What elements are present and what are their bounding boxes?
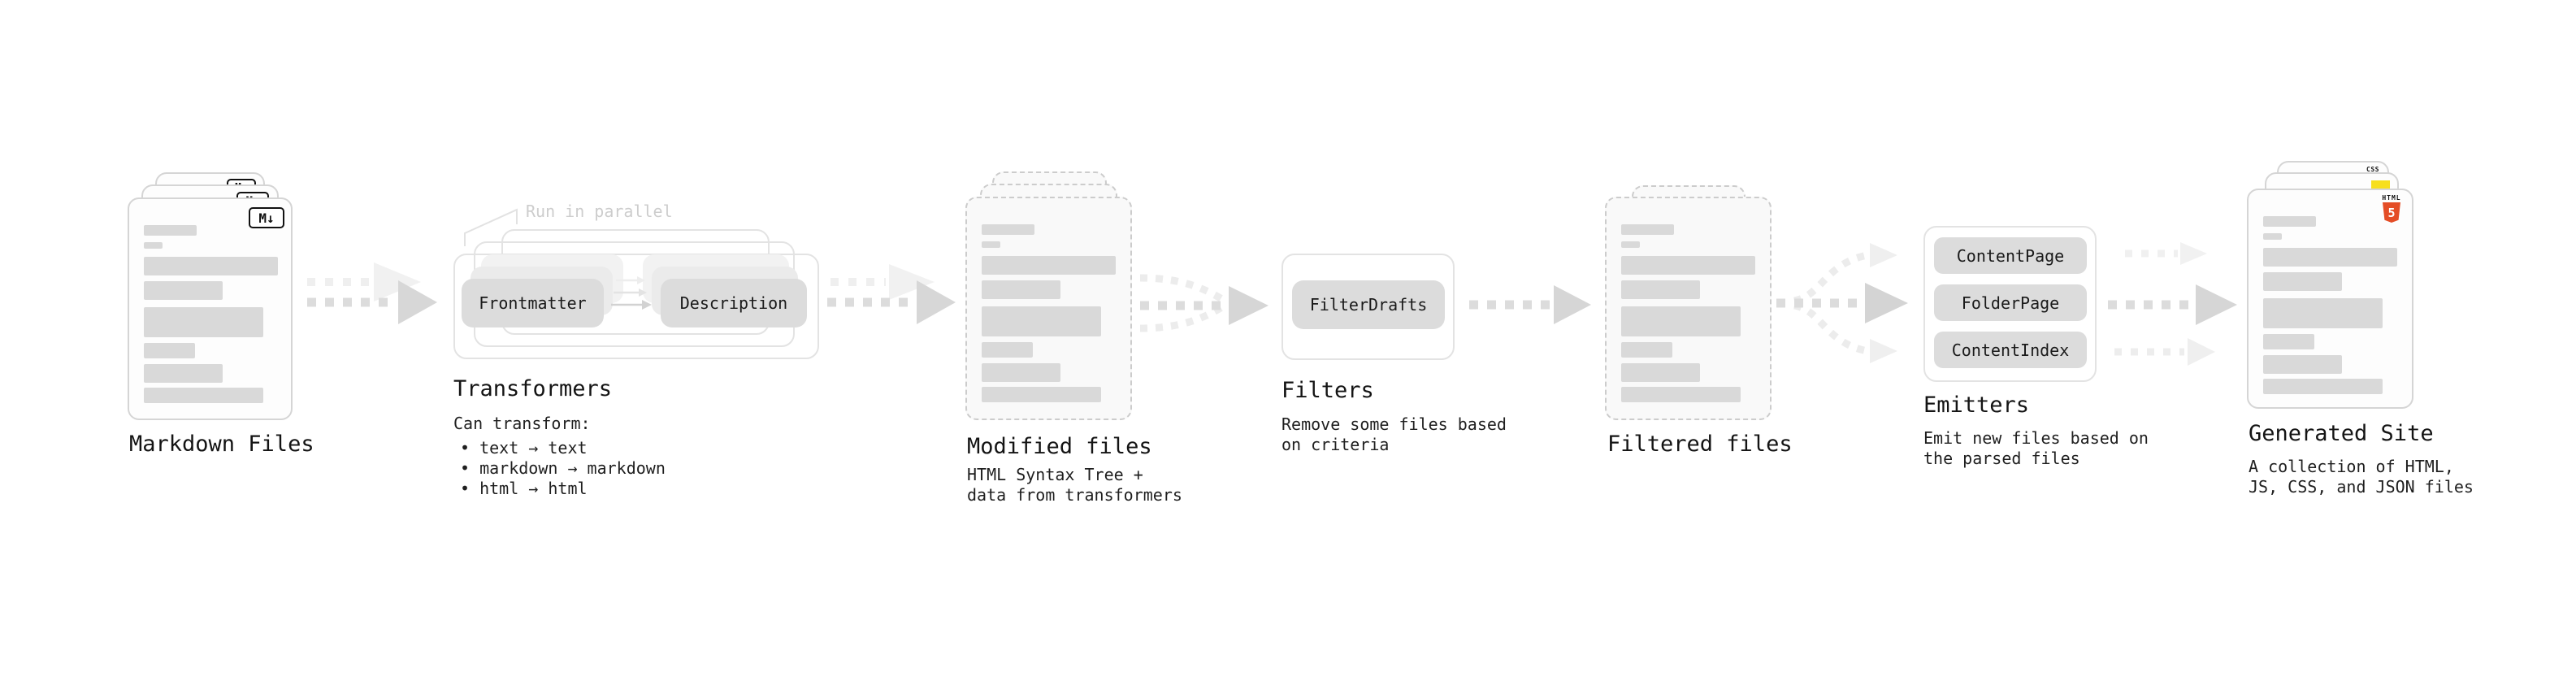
arrow-filters-to-filtered bbox=[1469, 285, 1591, 324]
filterdrafts-pill: FilterDrafts bbox=[1292, 280, 1445, 329]
emitters-caption: Emit new files based on the parsed files bbox=[1923, 428, 2149, 468]
html5-icon: HTML 5 bbox=[2382, 194, 2401, 223]
arrow-markdown-to-transformers bbox=[307, 262, 437, 324]
frontmatter-pill: Frontmatter bbox=[462, 279, 604, 327]
modified-file-card-front bbox=[965, 197, 1132, 420]
modified-files-label: Modified files bbox=[967, 434, 1152, 459]
transformers-label: Transformers bbox=[453, 376, 613, 401]
transform-bullet: • text → text bbox=[460, 438, 588, 458]
arrow-transformers-to-modified bbox=[827, 264, 956, 324]
filters-label: Filters bbox=[1281, 378, 1374, 403]
document-text-placeholder bbox=[144, 225, 278, 403]
markdown-file-card-front: M↓ bbox=[128, 197, 293, 420]
transform-bullet: • markdown → markdown bbox=[460, 458, 666, 478]
arrow-emitters-to-site bbox=[2108, 242, 2237, 366]
arrow-modified-to-filters bbox=[1139, 274, 1268, 332]
document-text-placeholder bbox=[982, 224, 1116, 402]
transform-bullet: • html → html bbox=[460, 479, 588, 498]
emitters-label: Emitters bbox=[1923, 393, 2030, 418]
document-text-placeholder bbox=[2263, 216, 2397, 394]
note-connector-line bbox=[464, 208, 518, 246]
pill-flow-arrows bbox=[611, 276, 652, 310]
transformers-caption: Can transform: • text → text • markdown … bbox=[453, 414, 666, 498]
transformer-box-front bbox=[453, 254, 819, 359]
description-pill: Description bbox=[661, 279, 807, 327]
filters-box bbox=[1281, 254, 1455, 360]
filtered-files-label: Filtered files bbox=[1607, 432, 1793, 457]
emitters-box bbox=[1923, 226, 2097, 382]
run-in-parallel-note: Run in parallel bbox=[526, 202, 673, 221]
generated-site-label: Generated Site bbox=[2249, 421, 2434, 446]
contentpage-pill: ContentPage bbox=[1934, 237, 2087, 274]
markdown-files-label: Markdown Files bbox=[129, 432, 314, 457]
generated-site-caption: A collection of HTML, JS, CSS, and JSON … bbox=[2249, 457, 2474, 497]
arrow-filtered-to-emitters bbox=[1776, 243, 1908, 363]
modified-files-caption: HTML Syntax Tree + data from transformer… bbox=[967, 465, 1182, 505]
filtered-file-card-front bbox=[1605, 197, 1772, 420]
filters-caption: Remove some files based on criteria bbox=[1281, 414, 1507, 454]
folderpage-pill: FolderPage bbox=[1934, 284, 2087, 321]
markdown-icon: M↓ bbox=[249, 207, 284, 228]
html-file-card: HTML 5 bbox=[2247, 189, 2413, 409]
document-text-placeholder bbox=[1621, 224, 1755, 402]
contentindex-pill: ContentIndex bbox=[1934, 332, 2087, 368]
